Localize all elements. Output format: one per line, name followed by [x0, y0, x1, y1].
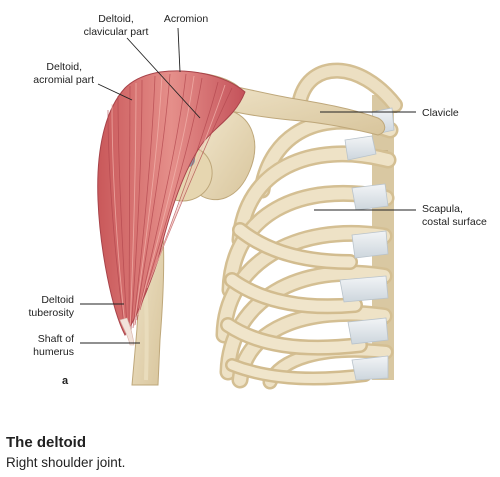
deltoid-muscle [97, 70, 246, 346]
labels: Deltoid, clavicular part Acromion Deltoi… [28, 13, 486, 387]
anterior-ribs [220, 222, 372, 386]
label-deltoid-clavicular-1: Deltoid, [98, 13, 134, 25]
label-deltoid-acromial-2: acromial part [33, 74, 94, 86]
label-shaft-humerus-2: humerus [33, 346, 74, 358]
panel-letter: a [62, 375, 69, 387]
label-deltoid-tuberosity-2: tuberosity [28, 307, 74, 319]
caption-title: The deltoid [6, 434, 86, 451]
label-deltoid-clavicular-2: clavicular part [84, 26, 149, 38]
costal-cartilages [339, 107, 395, 381]
leader-deltoid-clavicular [126, 37, 201, 119]
leader-acromion [177, 27, 181, 73]
label-deltoid-acromial-1: Deltoid, [46, 61, 82, 73]
caption-subtitle: Right shoulder joint. [6, 455, 126, 470]
label-shaft-humerus-1: Shaft of [38, 333, 74, 345]
leader-deltoid-acromial [97, 83, 133, 101]
label-scapula-1: Scapula, [422, 203, 463, 215]
label-deltoid-tuberosity-1: Deltoid [41, 294, 74, 306]
label-scapula-2: costal surface [422, 216, 487, 228]
label-acromion: Acromion [164, 13, 209, 25]
label-clavicle: Clavicle [422, 107, 459, 119]
leader-lines [80, 27, 416, 344]
